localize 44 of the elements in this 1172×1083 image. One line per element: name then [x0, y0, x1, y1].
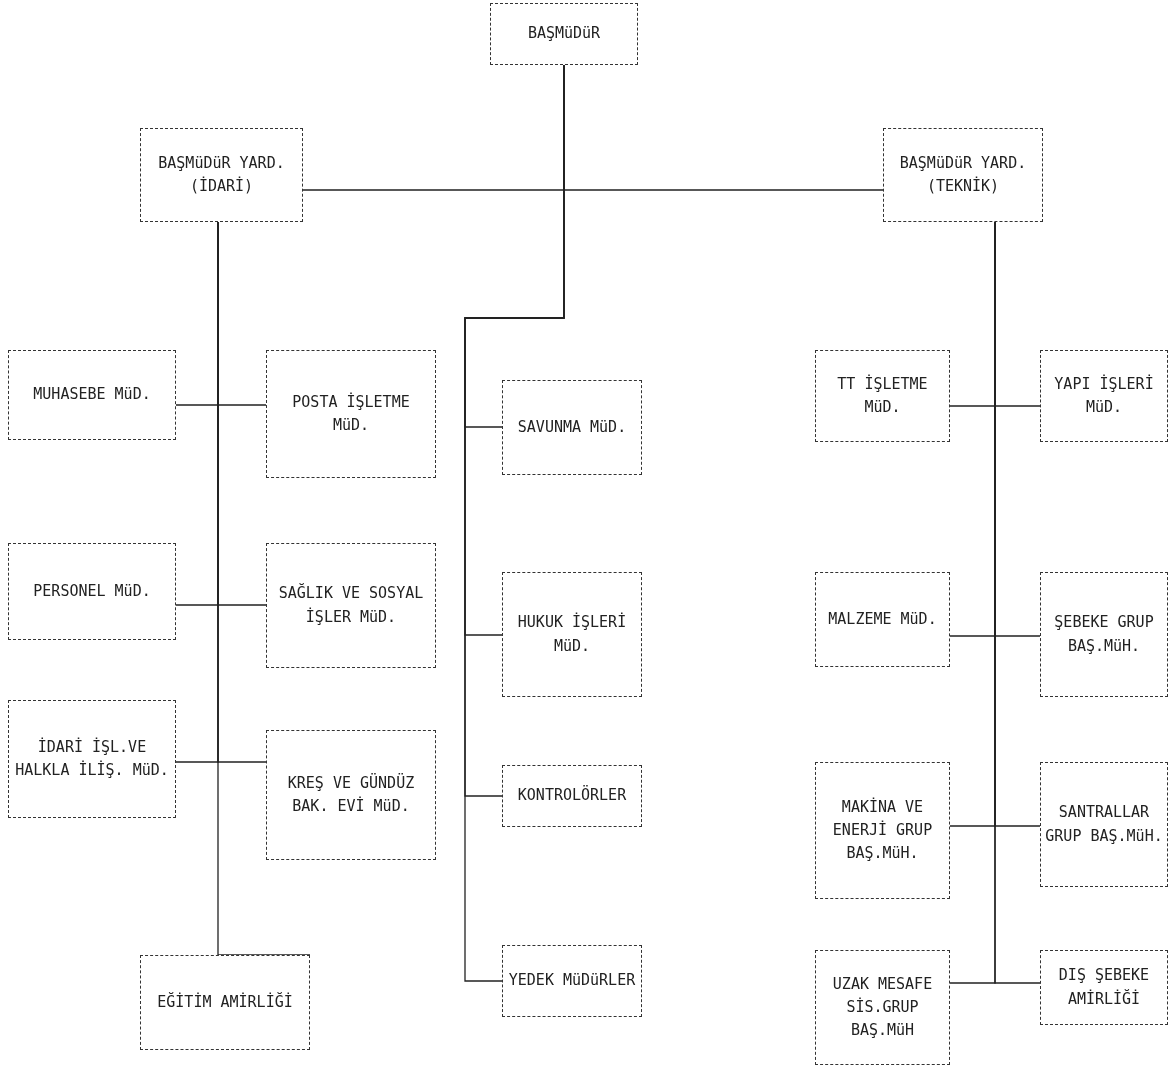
unit-name: SANTRALLAR GRUP BAŞ.MüH.	[1045, 802, 1163, 847]
unit-name: UZAK MESAFE SİS.GRUP BAŞ.MüH	[831, 973, 934, 1042]
unit-name: DIŞ ŞEBEKE AMİRLİĞİ	[1057, 965, 1151, 1010]
unit-name: BAŞMüDüR	[527, 23, 601, 45]
org-box	[266, 543, 436, 668]
org-box	[1040, 950, 1168, 1025]
unit-name: EĞİTİM AMİRLİĞİ	[157, 991, 293, 1013]
unit-name: YEDEK MüDüRLER	[508, 970, 636, 992]
unit-name: YAPI İŞLERİ MüD.	[1053, 373, 1155, 418]
org-box	[815, 572, 950, 667]
org-box	[1040, 762, 1168, 887]
org-box	[8, 700, 176, 818]
org-box	[502, 572, 642, 697]
unit-name: PERSONEL MüD.	[33, 580, 151, 602]
org-box	[1040, 350, 1168, 442]
org-box	[502, 765, 642, 827]
org-box	[8, 350, 176, 440]
unit-name: MALZEME MüD.	[828, 608, 937, 630]
org-box	[8, 543, 176, 640]
unit-name: MUHASEBE MüD.	[33, 384, 151, 406]
unit-name: POSTA İŞLETME MüD.	[291, 391, 411, 436]
org-box	[502, 945, 642, 1017]
org-box	[140, 128, 303, 222]
org-box	[815, 350, 950, 442]
org-box	[1040, 572, 1168, 697]
unit-name: KREŞ VE GÜNDÜZ BAK. EVİ MüD.	[286, 772, 416, 817]
org-box	[883, 128, 1043, 222]
org-box	[815, 950, 950, 1065]
unit-name: KONTROLÖRLER	[517, 784, 627, 807]
org-box	[140, 955, 310, 1050]
unit-name: ŞEBEKE GRUP BAŞ.MüH.	[1053, 612, 1155, 657]
unit-name: MAKİNA VE ENERJİ GRUP BAŞ.MüH.	[831, 796, 934, 865]
unit-name: BAŞMüDüR YARD. (İDARİ)	[157, 152, 286, 197]
unit-name: BAŞMüDüR YARD. (TEKNİK)	[898, 152, 1028, 197]
org-box	[502, 380, 642, 475]
unit-name: SAĞLIK VE SOSYAL İŞLER MüD.	[277, 582, 425, 628]
org-box	[815, 762, 950, 899]
org-box	[266, 350, 436, 478]
unit-name: TT İŞLETME MüD.	[836, 373, 929, 418]
org-box	[490, 3, 638, 65]
unit-name: SAVUNMA MüD.	[517, 416, 627, 438]
org-box	[266, 730, 436, 860]
unit-name: İDARİ İŞL.VE HALKLA İLİŞ. MüD.	[14, 736, 170, 781]
unit-name: HUKUK İŞLERİ MüD.	[516, 611, 628, 657]
